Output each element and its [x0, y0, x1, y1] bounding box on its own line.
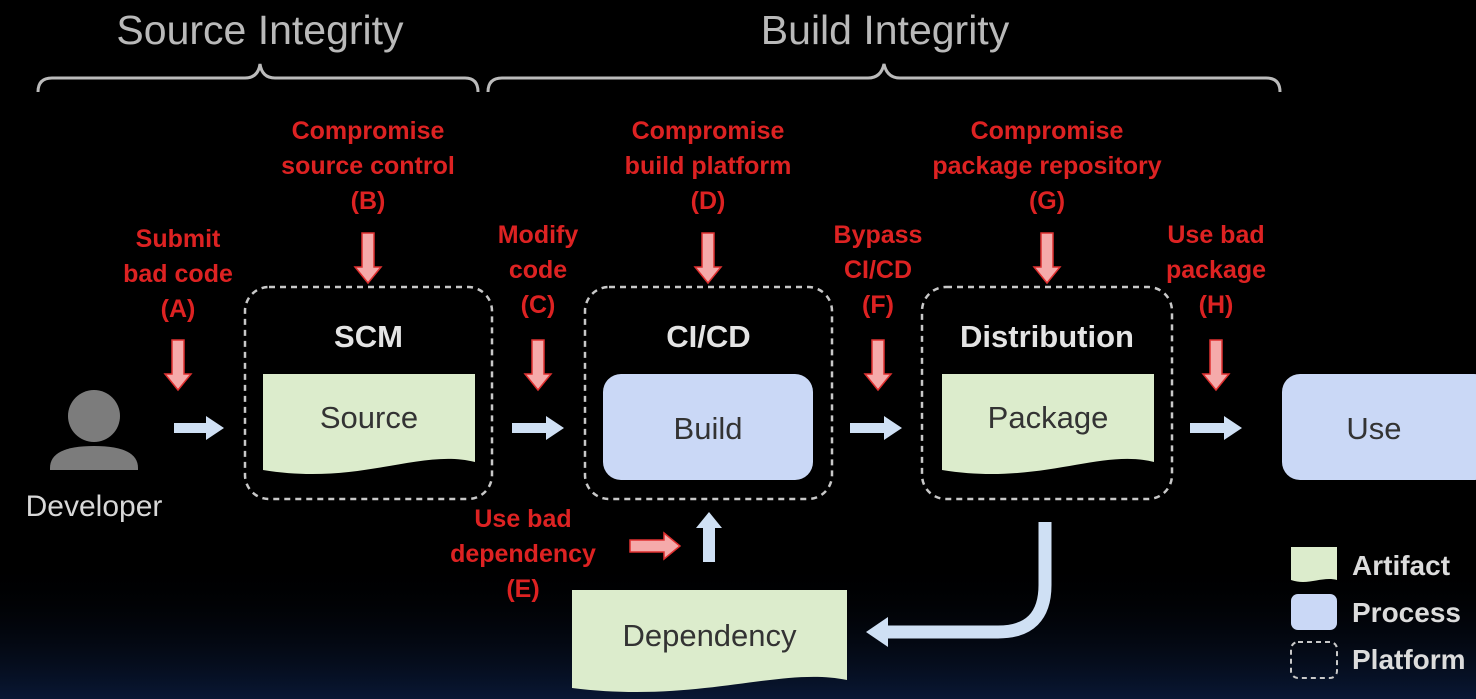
build-process-label: Build: [673, 411, 743, 446]
threat-arrow-g: [1032, 232, 1062, 285]
cicd-platform-label: CI/CD: [666, 319, 751, 354]
threat-arrow-h: [1201, 339, 1231, 392]
threat-arrow-e: [629, 531, 682, 561]
threat-arrow-b: [353, 232, 383, 285]
use-process-label: Use: [1346, 411, 1402, 446]
flow-arrow-distribution-to-use: [1190, 416, 1242, 440]
threat-label-h: Use bad package (H): [1165, 221, 1267, 319]
threat-label-b: Compromise source control (B): [281, 117, 455, 215]
flow-arrow-developer-to-scm: [174, 416, 224, 440]
distribution-platform-box: [920, 285, 1174, 501]
threat-arrow-f: [863, 339, 893, 392]
legend-process-label: Process: [1352, 597, 1461, 628]
legend-artifact-swatch: [1291, 547, 1337, 582]
use-process-shape: [1282, 374, 1476, 480]
scm-platform-label: SCM: [334, 319, 403, 354]
build-process-shape: [603, 374, 813, 480]
flow-arrow-package-to-dependency-head: [866, 617, 888, 647]
package-artifact-shape: [942, 374, 1154, 475]
source-integrity-brace: [36, 63, 480, 93]
legend-process-swatch: [1291, 594, 1337, 630]
scm-platform-box: [243, 285, 494, 501]
dependency-artifact-label: Dependency: [622, 618, 797, 653]
threat-arrow-d: [693, 232, 723, 285]
threat-arrow-c: [523, 339, 553, 392]
threat-label-d: Compromise build platform (D): [624, 117, 792, 215]
flow-arrow-scm-to-cicd: [512, 416, 564, 440]
flow-arrow-cicd-to-distribution: [850, 416, 902, 440]
threat-label-g: Compromise package repository (G): [932, 117, 1162, 215]
threat-label-a: Submit bad code (A): [123, 225, 233, 323]
threat-label-f: Bypass CI/CD (F): [833, 221, 923, 319]
source-artifact-shape: [263, 374, 475, 475]
distribution-platform-label: Distribution: [960, 319, 1134, 354]
build-integrity-heading: Build Integrity: [760, 7, 1010, 53]
developer-label: Developer: [25, 490, 163, 523]
flow-arrow-package-to-dependency: [885, 522, 1052, 639]
threat-arrows: [163, 232, 1231, 561]
package-artifact-label: Package: [987, 400, 1109, 435]
flow-arrows: [174, 416, 1242, 562]
threat-label-e: Use bad dependency (E): [450, 505, 596, 603]
person-icon: [50, 390, 138, 470]
legend-platform-label: Platform: [1352, 644, 1466, 675]
dependency-artifact-shape: [572, 590, 847, 693]
threat-label-c: Modify code (C): [497, 221, 579, 319]
source-artifact-label: Source: [319, 400, 419, 435]
build-integrity-brace: [486, 63, 1282, 93]
legend-platform-swatch: [1290, 641, 1338, 679]
threat-arrow-a: [163, 339, 193, 392]
flow-arrow-dependency-to-build: [696, 512, 722, 562]
cicd-platform-box: [583, 285, 834, 501]
legend-artifact-label: Artifact: [1352, 550, 1451, 581]
source-integrity-heading: Source Integrity: [116, 7, 404, 53]
